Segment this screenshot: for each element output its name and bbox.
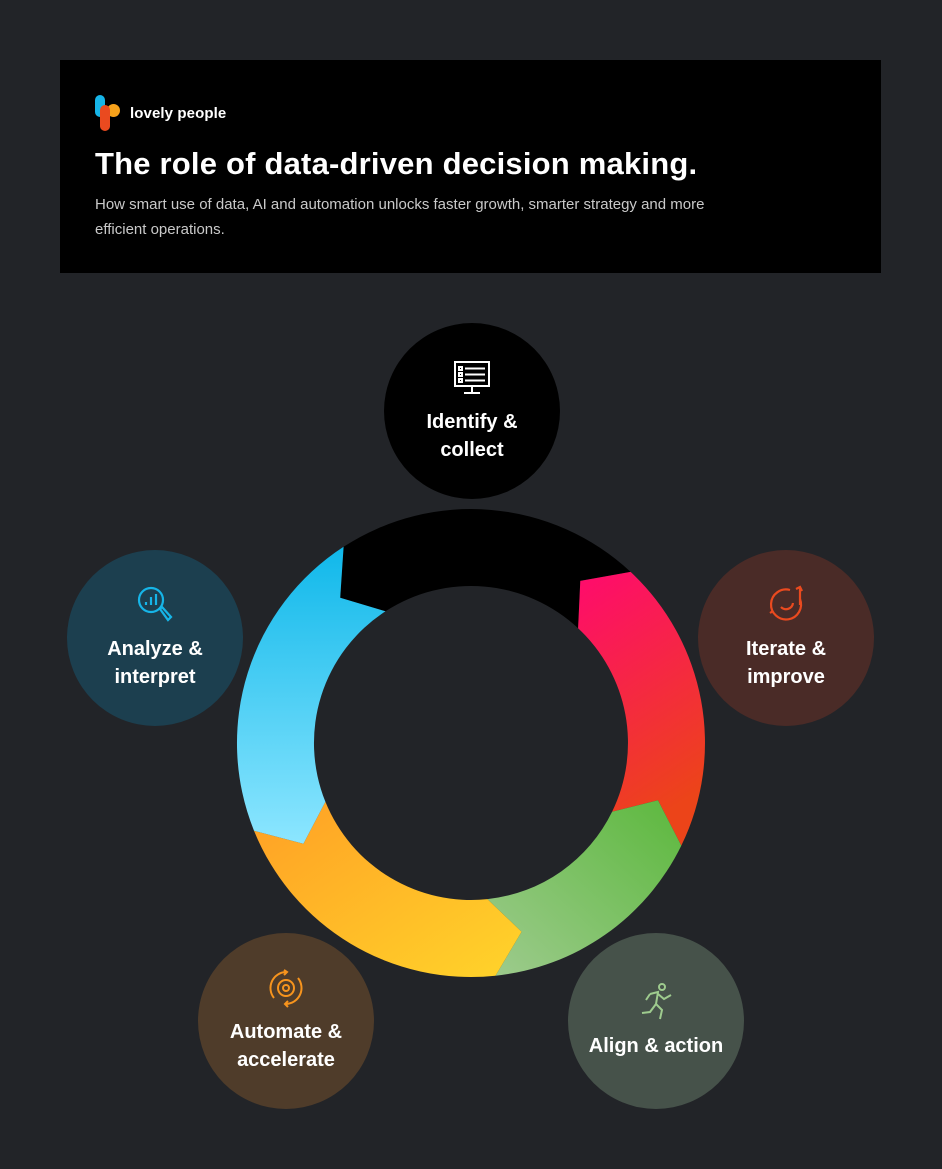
step-analyze-interpret: Analyze & interpret [67,550,243,726]
ring-segment-analyze [236,546,386,844]
ring-segment-iterate [578,571,705,846]
brand-logo: lovely people [95,95,226,131]
step-label: Align & action [588,1035,724,1057]
ring-segment-identify [340,509,631,629]
monitor-list-icon [454,361,490,394]
gear-cycle-icon [269,969,303,1008]
step-label: Analyze & interpret [107,638,203,688]
magnifier-chart-icon [137,586,173,622]
step-label: Identify & collect [426,411,518,461]
step-label: Automate & accelerate [229,1021,343,1071]
header-banner: lovely people The role of data-driven de… [60,60,881,273]
page-title: The role of data-driven decision making. [95,146,698,181]
refresh-cycle-icon [769,585,803,621]
logo-mark-icon [95,95,121,131]
step-align-action: Align & action [568,933,744,1109]
step-automate-accelerate: Automate & accelerate [198,933,374,1109]
step-label: Iterate & improve [745,638,827,688]
page-subtitle: How smart use of data, AI and automation… [95,196,705,238]
brand-name: lovely people [130,104,227,122]
ring-segment-automate [254,801,522,977]
ring-segment-align [487,800,682,976]
running-person-icon [641,983,672,1020]
step-iterate-improve: Iterate & improve [698,550,874,726]
step-identify-collect: Identify & collect [384,323,560,499]
